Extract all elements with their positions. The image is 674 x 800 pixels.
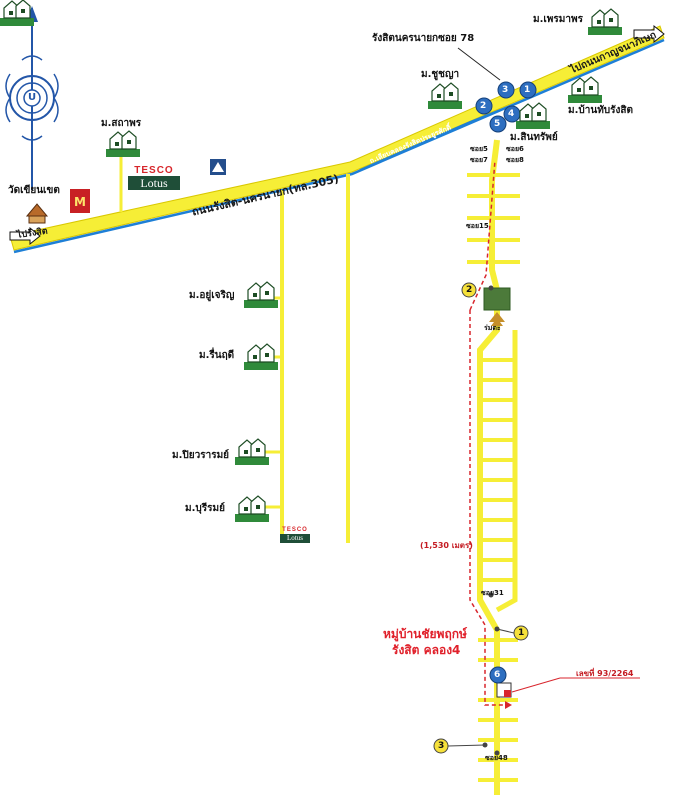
tesco-word: TESCO bbox=[134, 165, 174, 176]
village-chuchai-icon bbox=[427, 82, 463, 110]
village-petchmaporn-icon bbox=[587, 8, 623, 36]
soi31-label: ซอย31 bbox=[481, 589, 504, 597]
village-burirom-icon bbox=[234, 495, 270, 523]
soi5-label: ซอย5 bbox=[470, 145, 488, 153]
cluster-marker-5: 5 bbox=[494, 119, 501, 129]
soi-loop-road bbox=[495, 330, 518, 613]
pin-line-1 bbox=[496, 628, 515, 634]
main-highway bbox=[9, 25, 665, 251]
yellow-marker-2: 2 bbox=[466, 285, 473, 295]
village-piyaram-icon bbox=[234, 438, 270, 466]
cluster-marker-3: 3 bbox=[502, 85, 509, 95]
plot-leader bbox=[511, 677, 561, 693]
canal-line-2 bbox=[359, 101, 521, 171]
bank-icon bbox=[210, 159, 226, 175]
project-name-line2: รังสิต คลอง4 bbox=[392, 643, 461, 657]
village-chuchai-label: ม.ชูชญา bbox=[421, 69, 460, 80]
park-tree-icon bbox=[489, 312, 505, 326]
distance-label: (1,530 เมตร) bbox=[420, 541, 473, 550]
arrow-to-lamlukka bbox=[633, 24, 665, 44]
arrow-to-rangsit bbox=[9, 226, 41, 246]
soi6-label: ซอย6 bbox=[506, 145, 524, 153]
village-ruenruedee-label: ม.รื่นฤดี bbox=[199, 350, 235, 361]
soi78-label: รังสิตนครนายกซอย 78 bbox=[372, 33, 475, 44]
ladder-soi bbox=[480, 358, 515, 582]
svg-text:M: M bbox=[74, 195, 86, 209]
cluster-marker-4: 4 bbox=[508, 109, 515, 119]
yellow-markers bbox=[433, 282, 529, 754]
village-yoocharoen-icon bbox=[243, 281, 279, 309]
store-icon: M bbox=[70, 189, 90, 213]
village-yoocharoen-label: ม.อยู่เจริญ bbox=[189, 290, 235, 301]
village-burirom-label: ม.บุรีรมย์ bbox=[185, 503, 225, 514]
route-arrow bbox=[505, 701, 512, 709]
lotus-word-small: Lotus bbox=[280, 534, 310, 543]
village-ruenruedee-icon bbox=[243, 343, 279, 371]
yellow-marker-3: 3 bbox=[438, 741, 445, 751]
village-sathaporn-icon bbox=[105, 130, 141, 158]
upper-soi-stubs bbox=[467, 173, 520, 264]
village-sinsap-icon bbox=[515, 102, 551, 130]
soi15-label: ซอย15 bbox=[466, 222, 489, 230]
village-baansub-icon bbox=[567, 76, 603, 104]
plot-number-label: เลขที่ 93/2264 bbox=[576, 669, 634, 678]
village-petchmaporn-label: ม.เพรมาพร bbox=[533, 14, 583, 25]
plot-marker bbox=[496, 682, 512, 698]
park-area bbox=[483, 287, 511, 311]
village-sathaporn-label: ม.สถาพร bbox=[101, 118, 142, 129]
soi48-label: ซอย48 bbox=[485, 754, 508, 762]
compass-icon bbox=[5, 6, 59, 190]
pin-line-3 bbox=[447, 744, 486, 747]
marker-cluster bbox=[475, 81, 537, 684]
cluster-marker-1: 1 bbox=[524, 85, 531, 95]
lower-soi-stubs bbox=[478, 638, 518, 782]
soi-main-road bbox=[477, 139, 500, 795]
yellow-marker-1: 1 bbox=[518, 628, 525, 638]
park-label: ร่มตะ bbox=[484, 324, 501, 332]
tesco-word-small: TESCO bbox=[282, 527, 308, 533]
marker-6: 6 bbox=[494, 670, 501, 680]
tesco-lotus-logo-1: TESCO Lotus bbox=[128, 166, 180, 190]
village-baansub-label: ม.บ้านทับรังสิต bbox=[568, 105, 633, 116]
cluster-marker-2: 2 bbox=[480, 101, 487, 111]
project-name-line1: หมู่บ้านชัยพฤกษ์ bbox=[383, 627, 467, 641]
soi8-label: ซอย8 bbox=[506, 156, 524, 164]
tesco-lotus-logo-2: TESCO Lotus bbox=[280, 527, 310, 543]
lotus-word: Lotus bbox=[128, 176, 180, 190]
village-sinsap-label: ม.สินทรัพย์ bbox=[510, 132, 558, 143]
temple-icon bbox=[25, 203, 49, 224]
soi78-leader bbox=[457, 47, 501, 81]
canal-line bbox=[13, 38, 665, 254]
village-icon bbox=[0, 0, 34, 26]
soi7-label: ซอย7 bbox=[470, 156, 488, 164]
compass-letter: U bbox=[28, 92, 37, 103]
route-dashed-top bbox=[469, 159, 496, 311]
wat-label: วัดเขียนเขต bbox=[8, 185, 60, 196]
village-piyaram-label: ม.ปิยวรารมย์ bbox=[172, 450, 230, 461]
